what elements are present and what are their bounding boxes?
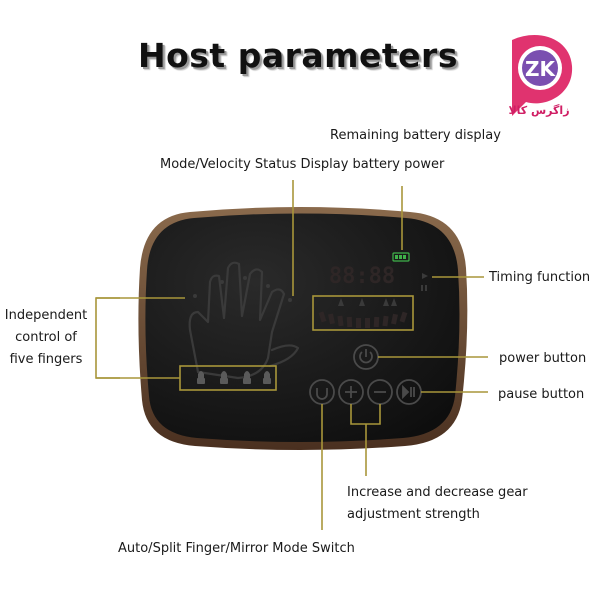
timer-display: 88:88 [329,264,395,289]
label-power-button: power button [499,351,587,366]
mode-status-icons [338,298,397,306]
play-pause-indicator [421,273,428,291]
battery-icon [392,252,410,262]
logo-text: زاگرس کالا [508,104,570,117]
label-mode-switch: Auto/Split Finger/Mirror Mode Switch [118,541,355,556]
device-face [145,213,460,442]
intensity-meter [318,311,408,328]
label-mode-display: Mode/Velocity Status Display battery pow… [160,157,445,172]
label-five-fingers: Independent control of five fingers [0,305,92,371]
finger-buttons [197,371,271,384]
label-gear-line2: adjustment strength [347,507,480,522]
svg-text:ZK: ZK [525,57,557,81]
brand-logo: ZK [512,35,573,116]
label-timing-function: Timing function [489,270,591,285]
label-five-fingers-line3: five fingers [9,352,83,367]
label-five-fingers-line2: control of [15,330,77,345]
label-pause-button: pause button [498,387,585,402]
page-title: Host parameters [138,36,458,75]
label-five-fingers-line1: Independent [4,308,88,323]
label-battery-display: Remaining battery display [330,128,501,143]
hand-outline-icon [188,261,300,380]
label-gear-adjustment: Increase and decrease gear adjustment st… [347,482,528,526]
leader-lines [95,180,488,530]
label-gear-line1: Increase and decrease gear [347,485,528,500]
